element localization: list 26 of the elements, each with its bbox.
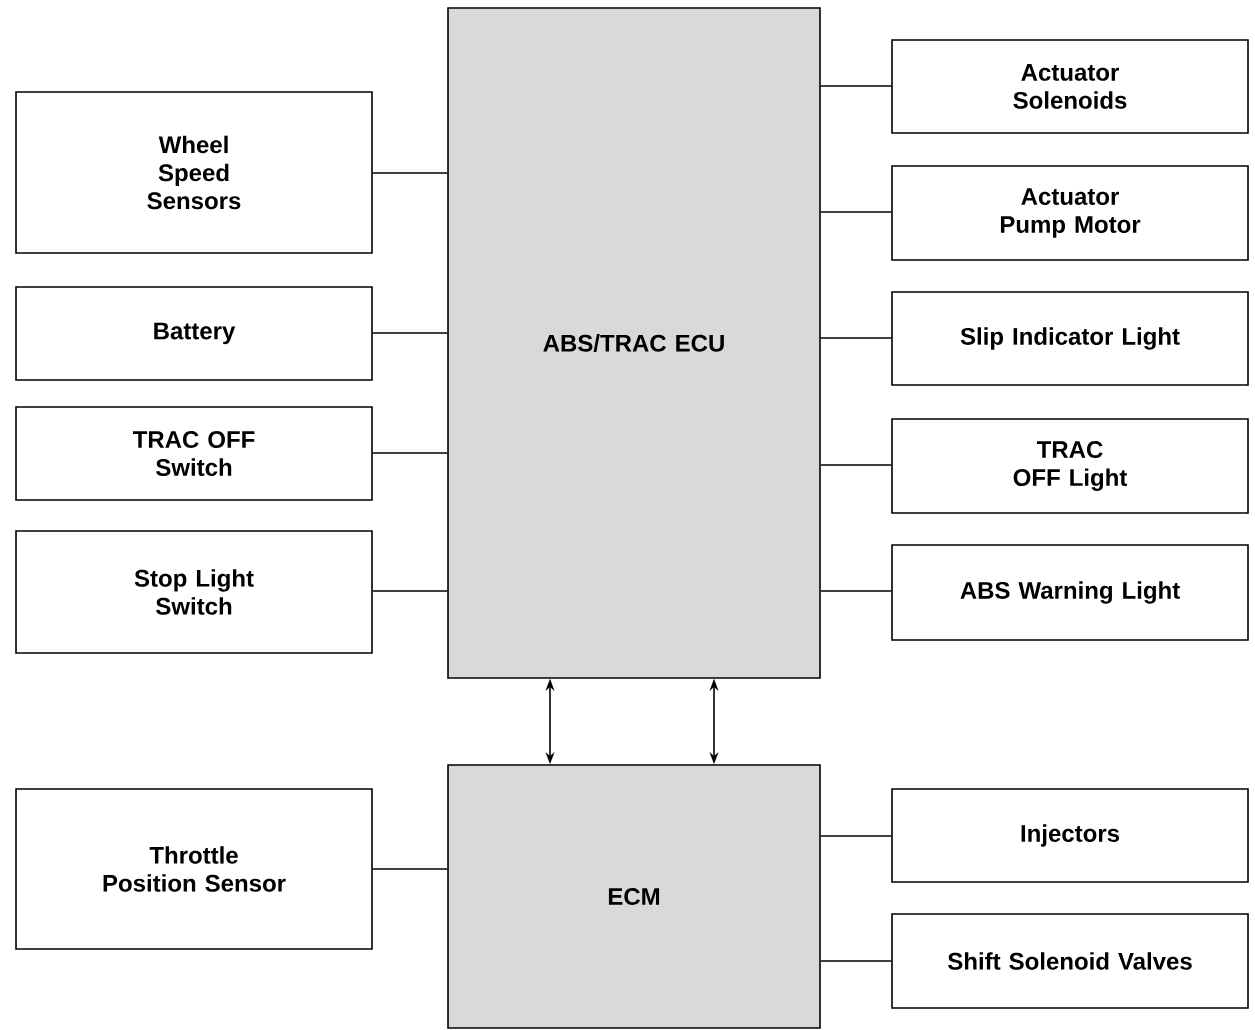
component-box: Actuator Solenoids <box>891 39 1249 134</box>
component-box: Shift Solenoid Valves <box>891 913 1249 1009</box>
component-box: Injectors <box>891 788 1249 883</box>
connector-line <box>372 868 448 870</box>
component-box: ABS Warning Light <box>891 544 1249 641</box>
connector-line <box>820 337 892 339</box>
component-box: TRAC OFF Light <box>891 418 1249 514</box>
component-box: Battery <box>15 286 373 381</box>
component-box: TRAC OFF Switch <box>15 406 373 501</box>
connector-line <box>820 590 892 592</box>
connector-line <box>820 464 892 466</box>
component-box: Throttle Position Sensor <box>15 788 373 950</box>
component-box: Stop Light Switch <box>15 530 373 654</box>
control-unit-box: ABS/TRAC ECU <box>447 7 821 679</box>
component-box: Actuator Pump Motor <box>891 165 1249 261</box>
connector-line <box>820 960 892 962</box>
connector-line <box>372 590 448 592</box>
component-box: Wheel Speed Sensors <box>15 91 373 254</box>
component-box: Slip Indicator Light <box>891 291 1249 386</box>
connector-line <box>372 332 448 334</box>
connector-line <box>820 835 892 837</box>
connector-line <box>372 452 448 454</box>
connector-line <box>372 172 448 174</box>
connector-line <box>820 85 892 87</box>
connector-line <box>820 211 892 213</box>
control-unit-box: ECM <box>447 764 821 1029</box>
